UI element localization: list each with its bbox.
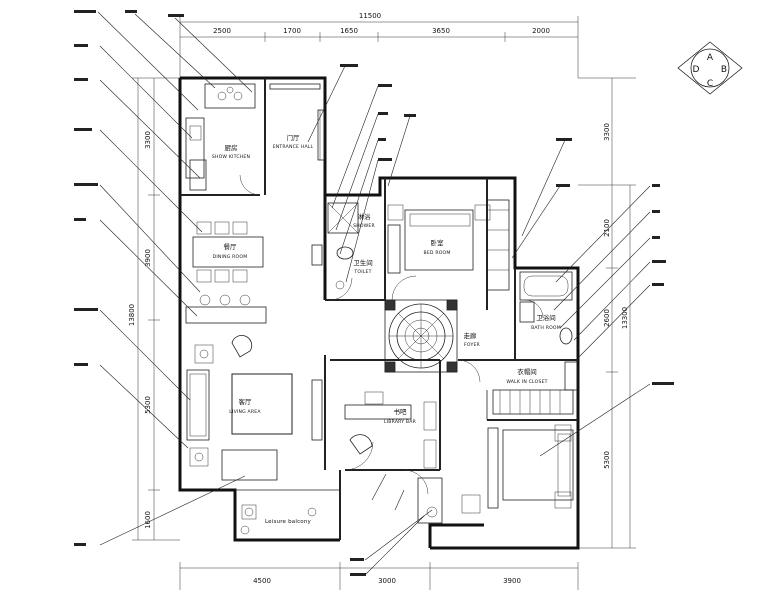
orientation-compass: A B C D: [677, 41, 743, 95]
bottom-dimension: 4500: [253, 577, 271, 585]
room-label-en: ENTRANCE HALL: [273, 144, 314, 150]
right-dimension: 2100: [603, 219, 611, 237]
bedroom-furniture: [387, 199, 510, 291]
room-label-en: TOILET: [353, 269, 371, 275]
top-dimension: 1700: [283, 27, 301, 35]
room-label-en: FOYER: [464, 342, 481, 348]
master-bedroom-furniture: [461, 361, 578, 514]
room-label-cn: 卫生间: [353, 258, 373, 267]
room-label-en: WALK IN CLOSET: [506, 379, 547, 385]
room-label-cn: 淋浴: [358, 212, 372, 221]
entrance-fixtures: [269, 83, 325, 161]
room-label-cn: 门厅: [287, 133, 301, 142]
top-total-dimension: 11500: [359, 12, 381, 20]
bottom-dimension-chain: 4500 3000 3900: [179, 562, 579, 590]
annotation-marks: [74, 10, 674, 576]
right-dimension: 2600: [603, 309, 611, 327]
room-label-cn: 走廊: [464, 331, 478, 340]
interior-walls: [180, 78, 578, 540]
library-furniture: [344, 391, 437, 469]
room-label-cn: 书吧: [394, 407, 408, 416]
left-total-dimension: 13800: [128, 304, 136, 326]
living-furniture: [186, 335, 323, 481]
room-labels: 厨房 SHOW KITCHEN 门厅 ENTRANCE HALL 餐厅 DINI…: [212, 133, 561, 525]
kitchen-fixtures: [185, 83, 256, 191]
right-dimension: 3300: [603, 123, 611, 141]
right-total-dimension: 13300: [621, 307, 629, 329]
room-label-en: BED ROOM: [423, 250, 450, 256]
room-label-en: Leisure balcony: [265, 519, 312, 525]
compass-label: D: [693, 65, 700, 75]
top-dimension: 3650: [432, 27, 450, 35]
toilet-fixtures: [311, 202, 359, 290]
top-dimension: 1650: [340, 27, 358, 35]
bath-fixtures: [519, 271, 573, 345]
foyer-rosette: [384, 299, 458, 373]
left-dimension: 5300: [144, 396, 152, 414]
room-label-en: LIVING AREA: [229, 409, 261, 415]
annotation-leaders: [97, 11, 651, 576]
room-label-cn: 衣帽间: [517, 367, 537, 376]
room-label-cn: 餐厅: [224, 242, 238, 251]
top-dimension: 2000: [532, 27, 550, 35]
compass-label: B: [721, 65, 727, 75]
dining-table: [185, 221, 267, 324]
bottom-dimension: 3900: [503, 577, 521, 585]
left-dimension: 3900: [144, 249, 152, 267]
doors: [239, 174, 544, 495]
right-dimension-chain: 3300 2100 2600 5300 13300: [578, 77, 636, 549]
top-dimension: 2500: [213, 27, 231, 35]
left-dimension: 1600: [144, 511, 152, 529]
compass-label: C: [707, 79, 713, 89]
room-label-en: SHOWER: [353, 223, 375, 229]
bottom-dimension: 3000: [378, 577, 396, 585]
room-label-en: DINING ROOM: [213, 254, 248, 260]
room-label-cn: 卫浴间: [536, 313, 556, 322]
room-label-cn: 厨房: [225, 143, 238, 152]
compass-label: A: [707, 53, 714, 63]
room-label-cn: 卧室: [431, 238, 445, 247]
room-label-cn: 客厅: [239, 397, 253, 406]
top-dimension-chain: 11500 2500 1700 1650 3650 2000: [179, 12, 579, 78]
room-label-en: SHOW KITCHEN: [212, 154, 250, 160]
exterior-walls: [178, 76, 580, 550]
room-label-en: LIBRARY BAR: [384, 419, 417, 425]
right-dimension: 5300: [603, 451, 611, 469]
left-dimension-chain: 3300 3900 5300 1600 13800: [128, 77, 180, 541]
balcony-furniture: [240, 504, 438, 535]
left-dimension: 3300: [144, 131, 152, 149]
room-label-en: BATH ROOM: [531, 325, 561, 331]
